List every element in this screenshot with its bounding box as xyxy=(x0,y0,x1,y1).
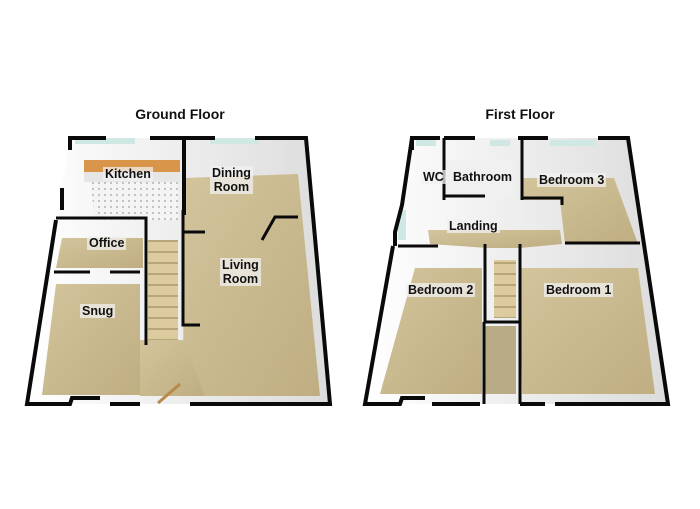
room-label-kitchen: Kitchen xyxy=(103,167,153,181)
room-label-landing: Landing xyxy=(447,219,500,233)
room-label-bedroom-2: Bedroom 2 xyxy=(406,283,476,297)
room-label-living-room: Living Room xyxy=(220,258,261,286)
first-floor-title: First Floor xyxy=(485,106,555,122)
living-line-2: Room xyxy=(222,272,259,286)
living-line-1: Living xyxy=(222,258,259,272)
room-label-wc: WC xyxy=(421,170,446,184)
room-label-bathroom: Bathroom xyxy=(451,170,515,184)
ground-floor-plan xyxy=(24,136,333,406)
room-label-bedroom-3: Bedroom 3 xyxy=(537,173,607,187)
ground-floor-title: Ground Floor xyxy=(135,106,225,122)
room-label-snug: Snug xyxy=(80,304,116,318)
dining-line-2: Room xyxy=(213,180,250,194)
first-floor-plan xyxy=(362,136,671,406)
dining-line-1: Dining xyxy=(212,166,251,180)
room-label-office: Office xyxy=(87,236,127,250)
room-label-bedroom-1: Bedroom 1 xyxy=(544,283,614,297)
room-label-dining-room: Dining Room xyxy=(210,166,253,194)
